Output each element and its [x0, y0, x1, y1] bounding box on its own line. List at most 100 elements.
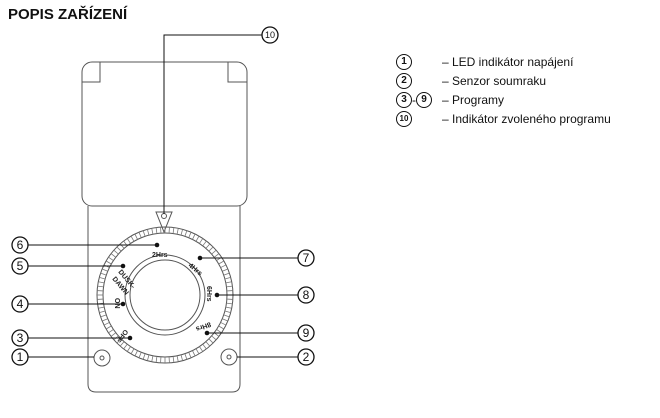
dial-tick	[205, 243, 211, 249]
dial-tick	[188, 232, 192, 238]
dial-tick	[195, 235, 200, 242]
callout-7: 7	[303, 251, 310, 265]
dial-tick	[199, 238, 204, 244]
dial-tick	[222, 318, 228, 322]
dial-knob[interactable]	[124, 254, 206, 336]
legend-item: 10 – Indikátor zvoleného programu	[396, 109, 611, 128]
dial-tick	[218, 260, 225, 265]
legend-number: 1	[396, 53, 412, 70]
dial-tick	[113, 249, 119, 255]
dial-tick	[218, 325, 225, 330]
dial-tick	[99, 277, 106, 280]
dial-tick	[213, 253, 220, 258]
dial-tick	[108, 329, 114, 334]
dial-tick	[184, 353, 188, 360]
dial-tick	[116, 338, 122, 344]
dial-label-on: ON	[113, 298, 120, 309]
dial-tick	[97, 285, 104, 288]
dial-tick	[225, 281, 232, 284]
dial-tick	[134, 350, 138, 357]
dial-tick	[224, 310, 231, 313]
dial-tick	[176, 355, 179, 362]
dial-tick	[205, 341, 211, 347]
lid-tab-left	[82, 62, 101, 83]
dial-tick	[195, 348, 200, 355]
legend-number: 3	[396, 91, 412, 108]
device-body	[87, 206, 241, 393]
dial-tick	[192, 233, 196, 240]
legend-item: 3-9 – Programy	[396, 90, 611, 109]
dial-tick	[208, 246, 214, 252]
dial-tick	[99, 310, 106, 313]
dial-tick	[110, 253, 117, 258]
dial-tick	[151, 228, 154, 235]
dial-tick	[116, 246, 122, 252]
dial-tick	[188, 352, 192, 358]
dial-tick	[192, 350, 196, 357]
dial-tick	[98, 306, 105, 309]
dial-label-2hrs: 2Hrs	[152, 252, 168, 259]
dial-label-6hrs: 6Hrs	[205, 286, 212, 302]
dial-tick	[102, 268, 108, 272]
dial-tick	[199, 346, 204, 352]
legend-number: 2	[396, 72, 412, 89]
dial-tick	[202, 343, 207, 350]
legend-range-sep: -	[412, 92, 416, 107]
dial-tick	[172, 356, 175, 363]
dial-tick	[155, 356, 158, 363]
lid-tab-right	[227, 62, 247, 83]
legend-text: – LED indikátor napájení	[442, 54, 574, 69]
dial-tick	[220, 264, 227, 268]
dial-tick	[100, 272, 107, 276]
dial-tick	[130, 348, 135, 355]
legend-number-to: 9	[416, 91, 432, 108]
dial-tick	[155, 227, 158, 234]
dial-tick	[220, 322, 227, 326]
dial-tick	[105, 260, 112, 265]
dial-tick	[134, 233, 138, 240]
dial-tick	[119, 341, 125, 347]
dial-tick	[123, 343, 128, 350]
dial-tick	[184, 230, 188, 237]
dial-tick	[226, 285, 233, 288]
dusk-sensor	[220, 348, 238, 366]
legend: 1 – LED indikátor napájení 2 – Senzor so…	[396, 52, 611, 128]
dial-label-8hrs: 8Hrs	[195, 320, 212, 332]
dial-tick	[224, 277, 231, 280]
dial-tick	[151, 355, 154, 362]
legend-text: – Senzor soumraku	[442, 73, 547, 88]
callout-8: 8	[303, 288, 310, 302]
dial-label-off: OFF	[114, 328, 129, 344]
dial-tick	[222, 268, 228, 272]
dial-tick	[108, 256, 114, 261]
dial-tick	[226, 302, 233, 305]
dial-tick	[130, 235, 135, 242]
dial-tick	[126, 238, 131, 244]
dial-tick	[100, 314, 107, 318]
dial-tick	[176, 228, 179, 235]
callout-2: 2	[303, 350, 310, 364]
legend-text: – Indikátor zvoleného programu	[442, 111, 611, 126]
dial-tick	[172, 227, 175, 234]
dial-tick	[142, 353, 146, 360]
dial-tick	[223, 272, 230, 276]
page-title: POPIS ZAŘÍZENÍ	[8, 6, 128, 23]
callout-3: 3	[17, 331, 24, 345]
dial-tick	[98, 281, 105, 284]
callout-9: 9	[303, 326, 310, 340]
led-indicator	[93, 349, 111, 367]
legend-item: 2 – Senzor soumraku	[396, 71, 611, 90]
dial-tick	[102, 318, 108, 322]
callout-6: 6	[17, 238, 24, 252]
callout-1: 1	[17, 350, 24, 364]
callout-4: 4	[17, 297, 24, 311]
dial-tick	[126, 346, 131, 352]
dial-tick	[208, 338, 214, 344]
dial-tick	[180, 229, 183, 236]
dial-tick	[110, 332, 117, 337]
dial-tick	[103, 322, 110, 326]
callout-10: 10	[265, 30, 275, 40]
dial-tick	[147, 354, 150, 361]
